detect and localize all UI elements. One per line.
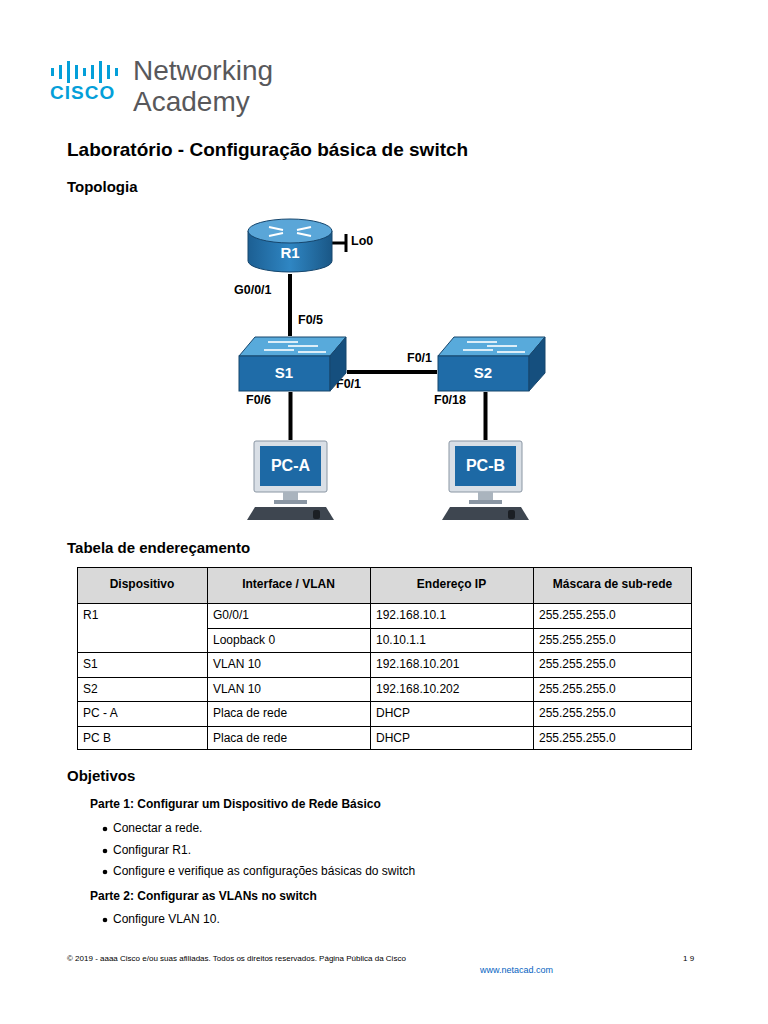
- table-cell: 192.168.10.1: [376, 608, 446, 622]
- port-label: F0/18: [434, 393, 466, 408]
- table-cell: Placa de rede: [213, 731, 287, 745]
- table-cell: R1: [83, 608, 98, 622]
- footer-text: © 2019 - aaaa Cisco e/ou suas afiliadas.…: [67, 954, 406, 964]
- table-cell: G0/0/1: [213, 608, 249, 622]
- pc-icon: PC-A: [243, 440, 338, 522]
- table-header: Dispositivo: [77, 577, 207, 591]
- logo-word: Networking: [133, 54, 273, 88]
- table-cell: DHCP: [376, 706, 410, 720]
- logo-word: Academy: [133, 85, 250, 119]
- footer-link: www.netacad.com: [480, 965, 553, 976]
- table-cell: VLAN 10: [213, 657, 261, 671]
- port-label: F0/1: [407, 351, 432, 366]
- port-label: G0/0/1: [234, 283, 272, 298]
- objective-item: Configure VLAN 10.: [113, 912, 220, 926]
- device-name: R1: [280, 244, 299, 262]
- table-cell: PC B: [83, 731, 111, 745]
- switch-icon: S2: [437, 336, 546, 392]
- device-name: PC-B: [466, 457, 505, 475]
- table-cell: Loopback 0: [213, 633, 275, 647]
- table-cell: DHCP: [376, 731, 410, 745]
- address-table-grid: [78, 568, 692, 750]
- table-header: Máscara de sub-rede: [533, 577, 692, 591]
- switch-icon: S1: [238, 336, 347, 392]
- table-header: Interface / VLAN: [207, 577, 370, 591]
- table-cell: 192.168.10.202: [376, 682, 459, 696]
- pc-icon: PC-B: [438, 440, 533, 522]
- table-cell: S1: [83, 657, 98, 671]
- section-heading: Objetivos: [67, 767, 135, 785]
- device-name: PC-A: [271, 457, 310, 475]
- bullet-dots: [103, 827, 108, 923]
- table-cell: 255.255.255.0: [539, 608, 616, 622]
- pc-icon-shape: [438, 440, 533, 522]
- interface-label: Lo0: [351, 234, 373, 249]
- table-cell: 255.255.255.0: [539, 633, 616, 647]
- network-cable: [288, 274, 292, 336]
- network-cable: [289, 392, 293, 440]
- device-name: S2: [474, 364, 492, 382]
- device-name: S1: [275, 364, 293, 382]
- table-cell: 255.255.255.0: [539, 706, 616, 720]
- section-heading: Topologia: [67, 178, 138, 196]
- port-label: F0/5: [298, 313, 323, 328]
- table-cell: 192.168.10.201: [376, 657, 459, 671]
- page-number: 1 9: [683, 954, 694, 964]
- objective-part: Parte 1: Configurar um Dispositivo de Re…: [90, 797, 381, 811]
- table-cell: S2: [83, 682, 98, 696]
- table-cell: 255.255.255.0: [539, 657, 616, 671]
- table-header: Endereço IP: [370, 577, 533, 591]
- objective-item: Configure e verifique as configurações b…: [113, 864, 415, 878]
- objective-item: Configurar R1.: [113, 843, 191, 857]
- cisco-logo-bars: [51, 61, 118, 83]
- table-cell: 255.255.255.0: [539, 682, 616, 696]
- logo-word: CISCO: [50, 82, 115, 105]
- port-label: F0/6: [246, 393, 271, 408]
- table-cell: 10.10.1.1: [376, 633, 426, 647]
- network-cable: [484, 392, 488, 440]
- router-icon: R1: [247, 217, 333, 274]
- table-cell: VLAN 10: [213, 682, 261, 696]
- objective-part: Parte 2: Configurar as VLANs no switch: [90, 889, 317, 903]
- network-cable: [347, 370, 437, 374]
- table-cell: PC - A: [83, 706, 118, 720]
- lab-title: Laboratório - Configuração básica de swi…: [67, 139, 468, 162]
- table-cell: 255.255.255.0: [539, 731, 616, 745]
- section-heading: Tabela de endereçamento: [67, 539, 250, 557]
- table-cell: Placa de rede: [213, 706, 287, 720]
- pc-icon-shape: [243, 440, 338, 522]
- objective-item: Conectar a rede.: [113, 821, 202, 835]
